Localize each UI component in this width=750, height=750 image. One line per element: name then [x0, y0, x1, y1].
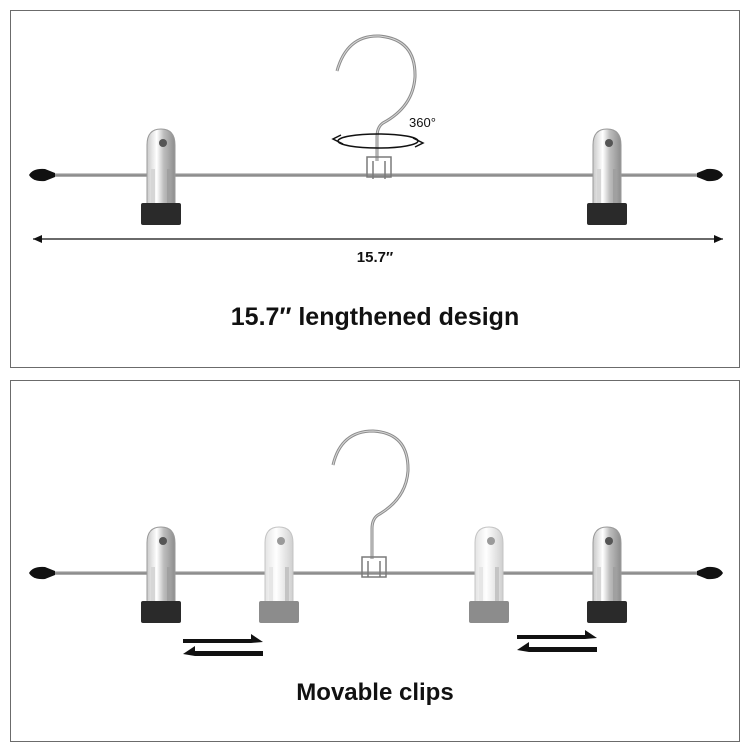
right-end-cap — [697, 566, 723, 580]
hanger-rod — [41, 173, 711, 177]
hanger-hook — [335, 34, 417, 179]
inner-right-clip-faded — [469, 526, 509, 623]
left-clip — [141, 128, 181, 225]
hanger-rod — [41, 571, 711, 575]
outer-right-clip — [587, 526, 627, 623]
right-clip — [587, 128, 627, 225]
left-swap-arrows-icon — [183, 634, 263, 656]
dimension-line — [33, 235, 723, 243]
right-swap-arrows-icon — [517, 630, 597, 652]
hanger-illustration-top — [29, 34, 723, 243]
inner-left-clip-faded — [259, 526, 299, 623]
rotation-arrow-icon — [331, 133, 425, 149]
movable-clips-panel: Movable clips — [10, 380, 740, 742]
outer-left-clip — [141, 526, 181, 623]
left-end-cap — [29, 168, 55, 182]
lengthened-design-caption: 15.7″ lengthened design — [230, 303, 520, 331]
movable-clips-caption: Movable clips — [296, 679, 454, 706]
left-end-cap — [29, 566, 55, 580]
hanger-hook — [331, 429, 410, 578]
right-end-cap — [697, 168, 723, 182]
lengthened-design-panel: 360° 15.7″ 15.7″ lengthened design — [10, 10, 740, 368]
length-measurement: 15.7″ — [356, 249, 394, 266]
rotation-label: 360° — [409, 115, 436, 130]
hanger-illustration-bottom — [29, 429, 723, 656]
